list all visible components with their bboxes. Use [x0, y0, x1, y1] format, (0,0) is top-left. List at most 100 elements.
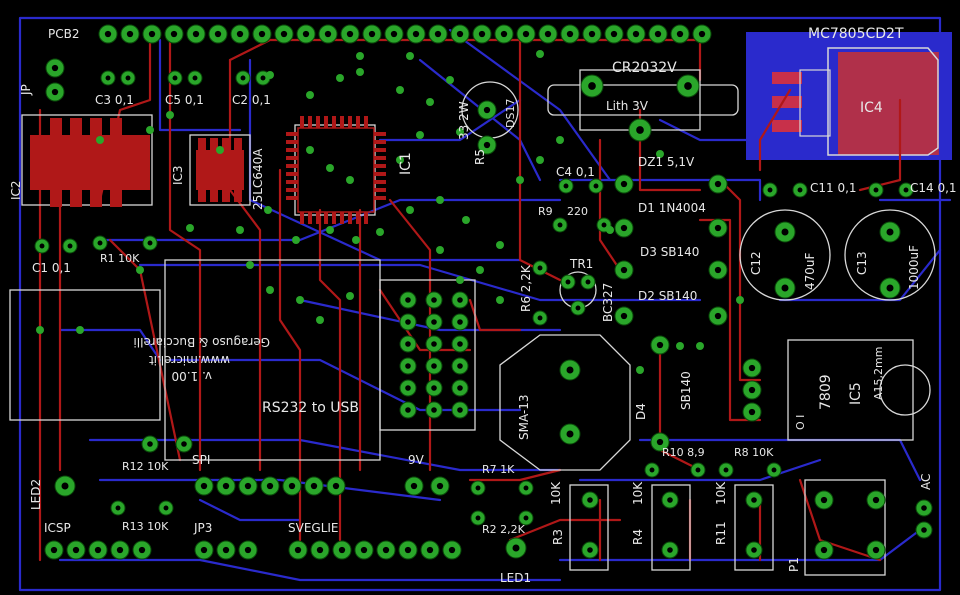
pad-hole [382, 546, 390, 554]
label-rs232: RS232 to USB [262, 400, 359, 416]
label-sveglie: SVEGLIE [288, 521, 339, 535]
pad-hole [820, 496, 828, 504]
silkscreen-labels: PCB2 JP C3 0,1 C5 0,1 C2 0,1 IC2 IC3 25L… [9, 26, 957, 585]
pad-hole [566, 30, 574, 38]
pad-hole [656, 438, 664, 446]
pad-hole [667, 547, 673, 553]
pad-hole [714, 312, 722, 320]
pad-hole [565, 279, 571, 285]
via [236, 226, 244, 234]
via [406, 52, 414, 60]
pad-hole [537, 315, 543, 321]
pad-hole [500, 30, 508, 38]
pad-hole [903, 187, 909, 193]
pad-hole [537, 265, 543, 271]
via [356, 52, 364, 60]
via [396, 156, 404, 164]
pad-hole [222, 546, 230, 554]
label-d1: D1 1N4004 [638, 201, 706, 215]
pad-hole [457, 407, 463, 413]
pad-hole [50, 546, 58, 554]
pad-hole [405, 385, 411, 391]
pad-hole [405, 363, 411, 369]
label-sma13: SMA-13 [517, 394, 531, 440]
via [516, 176, 524, 184]
label-ic5: IC5 [848, 382, 864, 405]
pad-hole [431, 385, 437, 391]
via [396, 86, 404, 94]
label-d4: D4 [634, 403, 648, 420]
pad-hole [475, 485, 481, 491]
via [346, 176, 354, 184]
pad-hole [820, 546, 828, 554]
pad-hole [125, 75, 131, 81]
via [456, 276, 464, 284]
label-r3: R3 [551, 529, 565, 545]
pad-hole [368, 30, 376, 38]
label-mirrored-url: www.micrel.it [149, 353, 230, 367]
label-r3-value: 10K [549, 481, 563, 505]
pad-hole [593, 183, 599, 189]
pad-hole [332, 482, 340, 490]
label-ic5-pins: O I [794, 415, 807, 430]
pad-hole [172, 75, 178, 81]
pad-hole [192, 30, 200, 38]
via [264, 206, 272, 214]
pad-hole [258, 30, 266, 38]
pad-hole [338, 546, 346, 554]
label-c5: C5 0,1 [165, 93, 204, 107]
pad-hole [714, 266, 722, 274]
silkscreen-outlines [9, 69, 936, 576]
via [376, 228, 384, 236]
via [736, 296, 744, 304]
pad-hole [346, 30, 354, 38]
label-heatsink: A15,2mm [872, 347, 885, 400]
label-r9-value: 220 [567, 205, 588, 218]
via [406, 206, 414, 214]
via [536, 50, 544, 58]
pad-hole [302, 30, 310, 38]
label-r1: R1 10K [100, 252, 140, 265]
pad-hole [873, 187, 879, 193]
pad-hole [585, 279, 591, 285]
via [246, 261, 254, 269]
pad-hole [587, 547, 593, 553]
pad-hole [431, 341, 437, 347]
pad-hole [751, 547, 757, 553]
pad-hole [886, 228, 894, 236]
pad-hole [116, 546, 124, 554]
label-r9: R9 [538, 205, 553, 218]
pad-hole [676, 30, 684, 38]
pad-hole [566, 366, 574, 374]
pad-hole [39, 243, 45, 249]
ic2-soic-package [30, 118, 150, 207]
pad-hole [200, 482, 208, 490]
label-r4-value: 10K [631, 481, 645, 505]
pad-hole [236, 30, 244, 38]
label-ds17: DS17 [504, 99, 517, 128]
pad-hole [266, 482, 274, 490]
via [606, 226, 614, 234]
label-c4: C4 0,1 [556, 165, 595, 179]
via [146, 126, 154, 134]
label-c13: C13 [855, 251, 869, 275]
pad-hole [478, 30, 486, 38]
via [266, 71, 274, 79]
via [556, 136, 564, 144]
via [326, 164, 334, 172]
pad-hole [97, 240, 103, 246]
pad-hole [138, 546, 146, 554]
pad-hole [921, 505, 927, 511]
pad-hole [601, 222, 607, 228]
tab-pad-red [838, 52, 940, 155]
pad-hole [767, 187, 773, 193]
pad-hole [723, 467, 729, 473]
pad-hole [410, 482, 418, 490]
via [166, 111, 174, 119]
pad-hole [512, 544, 520, 552]
ic1-tqfp44 [286, 116, 386, 224]
label-ic4: IC4 [860, 100, 883, 116]
label-c1: C1 0,1 [32, 261, 71, 275]
pad-hole [748, 386, 756, 394]
